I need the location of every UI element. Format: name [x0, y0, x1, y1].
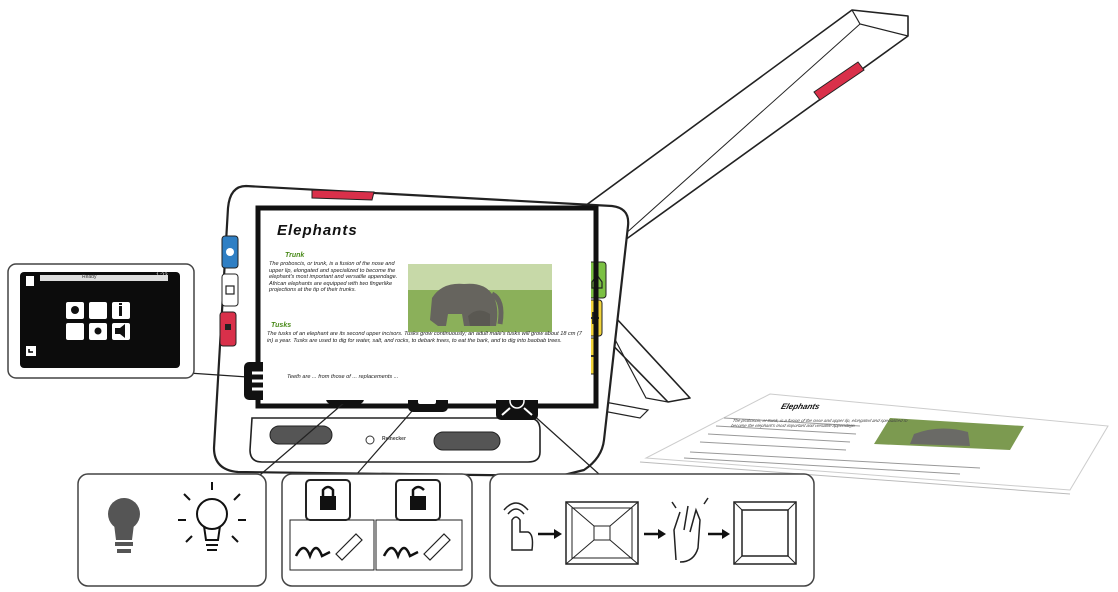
elephant-photo [408, 264, 552, 332]
lamp-panel [78, 474, 266, 586]
trunk-heading: Trunk [285, 252, 304, 259]
gesture-panel [490, 474, 814, 586]
left-side-buttons[interactable] [220, 236, 238, 346]
tusks-paragraph: The tusks of an elephant are its second … [267, 331, 585, 344]
inset-status-value: 1:23 [156, 273, 168, 279]
camera-icon [225, 324, 231, 330]
tusks-heading: Tusks [271, 322, 291, 329]
lock-open-icon [396, 480, 440, 520]
top-red-button [312, 190, 374, 200]
teeth-paragraph: Teeth are ... from those of ... replacem… [287, 374, 527, 381]
inset-status-label: Ready [82, 274, 96, 280]
right-grip [434, 432, 500, 450]
small-view-icon [566, 502, 638, 564]
bluetooth-icon [66, 323, 84, 340]
screen-title: Elephants [277, 222, 358, 239]
sd-card-icon [26, 276, 34, 286]
inset-menu [8, 264, 194, 378]
graduate-icon [89, 302, 107, 319]
status-bar [40, 275, 168, 281]
brand-label: Reinecker [382, 436, 406, 442]
brand-logo-icon [366, 436, 374, 444]
full-view-icon [734, 502, 796, 564]
back-icon [26, 346, 36, 356]
contrast-icon [226, 248, 234, 256]
lock-closed-icon [306, 480, 350, 520]
trunk-paragraph: The proboscis, or trunk, is a fusion of … [269, 261, 405, 294]
lock-panel [282, 474, 472, 586]
white-button [222, 274, 238, 306]
left-grip [270, 426, 332, 444]
device-screen: Elephants Trunk The proboscis, or trunk,… [263, 212, 591, 400]
